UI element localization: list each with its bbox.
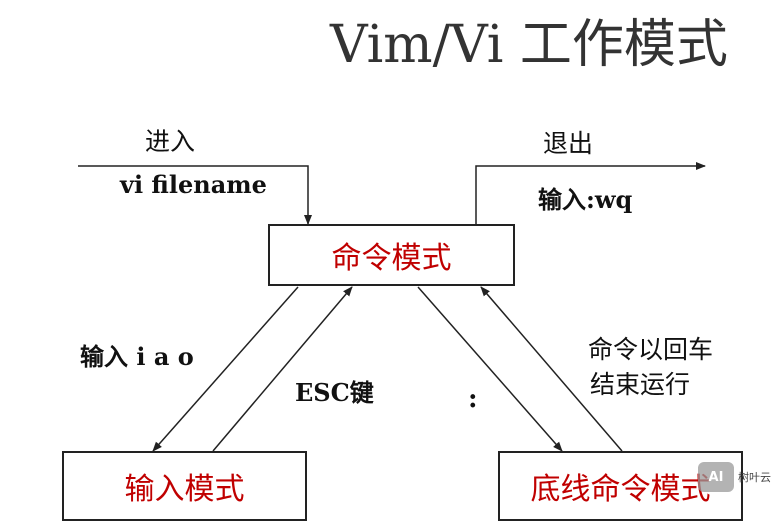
enter-finish-line1: 命令以回车: [588, 335, 714, 364]
command-mode-box: 命令模式: [268, 224, 515, 286]
enter-arrow: [78, 165, 312, 225]
enter-label: 进入: [145, 127, 196, 156]
input-iao-label: 输入 i a o: [80, 342, 194, 371]
wq-label: 输入:wq: [538, 185, 633, 214]
enter-finish-line2: 结束运行: [590, 370, 691, 399]
esc-key-label: ESC键: [295, 378, 374, 407]
diagram-arrows: [78, 162, 706, 452]
insert-to-command-arrow: [212, 286, 353, 452]
watermark-text: 树叶云: [738, 471, 771, 484]
insert-mode-box: 输入模式: [62, 451, 307, 521]
exit-label: 退出: [543, 129, 594, 158]
page-title: Vim/Vi 工作模式: [330, 15, 728, 75]
command-to-insert-arrow: [152, 286, 299, 452]
vi-filename-label: vi filename: [120, 170, 267, 199]
watermark-logo-icon: AI: [698, 462, 734, 492]
command-to-lastline-arrow: [417, 286, 563, 452]
exit-arrow: [475, 162, 706, 224]
lastline-to-command-arrow: [480, 286, 623, 452]
watermark: AI 树叶云: [698, 462, 771, 492]
colon-label: :: [468, 384, 478, 414]
